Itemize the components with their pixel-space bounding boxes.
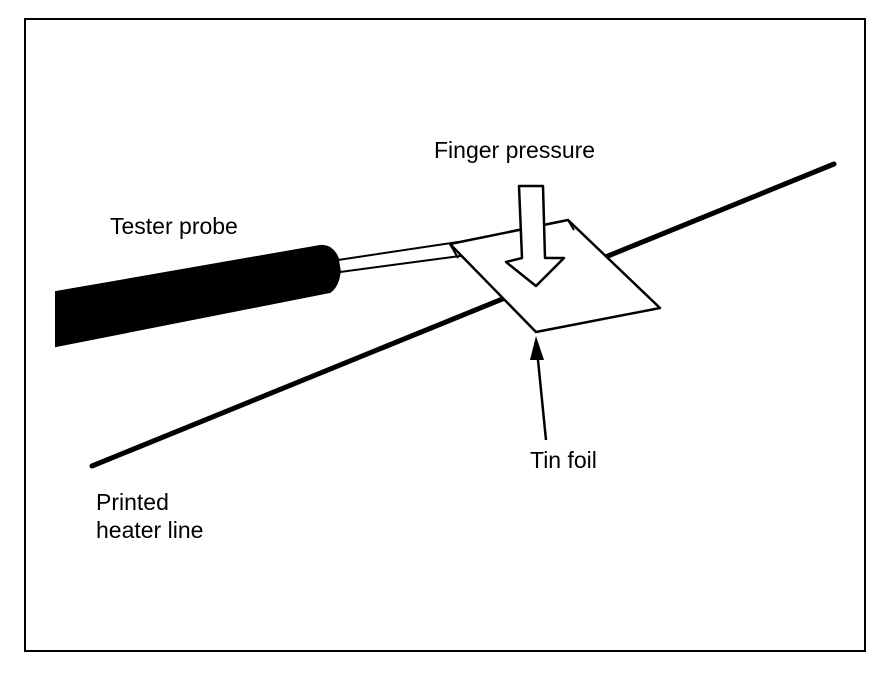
tin-foil	[448, 218, 662, 334]
tester-probe-handle	[55, 244, 341, 348]
tester-probe-label: Tester probe	[110, 213, 238, 239]
tin-foil-label: Tin foil	[530, 447, 597, 473]
printed-heater-line	[89, 161, 837, 469]
finger-pressure-arrow	[504, 184, 566, 288]
tin-foil-pointer-line	[535, 349, 548, 441]
printed-heater-line-label-line1: Printed	[96, 489, 169, 515]
diagram-frame	[24, 18, 866, 652]
finger-pressure-label: Finger pressure	[434, 137, 596, 163]
tester-probe-shaft	[336, 240, 462, 274]
tin-foil-pointer-head	[530, 336, 544, 360]
printed-heater-line-label-line2: heater line	[96, 517, 204, 543]
printed-heater-line-label: Printed heater line	[96, 488, 203, 544]
tin-foil-fold	[449, 219, 575, 259]
